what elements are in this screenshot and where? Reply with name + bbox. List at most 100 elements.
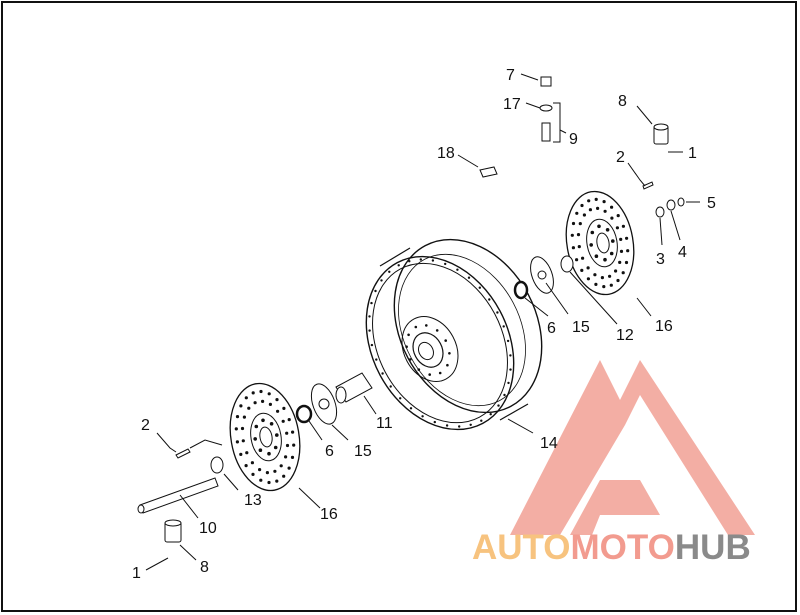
spoke-hole [397,264,400,267]
disc-hole [276,409,280,413]
callout-11: 11 [376,415,393,432]
spoke-hole [428,373,432,376]
spoke-hole [489,413,492,416]
callout-12: 12 [616,327,634,344]
watermark-hub: HUB [674,528,751,567]
spoke-hole [497,404,500,407]
callout-3: 3 [656,251,665,268]
disc-hole [234,427,238,431]
disc-hole [240,426,245,431]
spoke-hole [407,333,410,337]
disc-hole [261,418,265,423]
spoke-hole [503,393,506,397]
disc-hole [245,451,249,455]
disc-hole [258,468,262,472]
callout-15: 15 [572,319,590,336]
spacer-right [560,255,574,273]
leader-lines [145,73,700,571]
disc-hole [275,479,279,483]
disc-hole [594,254,599,258]
spoke-hole [456,268,459,271]
disc-hole [602,200,606,204]
disc-hole [268,402,272,406]
disc-hole [275,433,279,437]
watermark-moto: MOTO [570,528,675,567]
disc-hole [586,277,591,281]
callout-17: 17 [503,96,521,113]
callout-14: 14 [540,435,558,452]
spoke-hole [444,262,447,266]
disc-hole [594,282,598,286]
callout-10: 10 [199,520,217,537]
disc-hole [608,274,612,278]
disc-hole [619,237,623,241]
spoke-hole [509,354,512,357]
spacer-plate-right [530,256,554,294]
bearing-right [513,280,529,300]
spoke-hole [444,339,448,342]
disc-hole [253,401,257,405]
disc-hole [571,221,576,226]
disc-hole [603,257,607,262]
spoke-hole [417,368,421,371]
disc-hole [244,396,248,400]
disc-hole [261,399,265,403]
disc-hole [259,389,263,394]
disc-hole [600,276,605,280]
spoke-hole [488,298,491,301]
disc-hole [570,233,574,237]
disc-hole [285,443,290,448]
disc-hole [582,213,587,217]
bolt-left [175,448,191,459]
disc-hole [594,197,598,201]
brake-disc-left-holes [234,389,296,485]
spoke-hole [421,415,424,418]
disc-hole [267,480,271,485]
disc-hole [626,249,630,253]
spoke-hole [374,289,377,293]
disc-hole [239,404,243,408]
disc-hole [273,445,278,450]
disc-hole [251,472,255,476]
disc-hole [575,258,579,262]
spoke-hole [433,420,436,424]
spoke-hole [467,276,471,279]
balance-weight [479,166,498,178]
disc-hole [241,439,245,443]
spacer-left [210,456,224,474]
callout-labels: 7 17 9 8 1 18 2 5 3 4 6 15 12 16 11 2 6 … [132,67,716,582]
spoke-hole [370,301,373,305]
disc-hole [281,419,285,423]
spoke-hole [480,419,483,422]
disc-hole [254,424,259,429]
disc-hole [578,222,582,226]
spoke-hole [431,259,435,262]
callout-2: 2 [141,417,150,434]
disc-hole [589,243,593,247]
spoke-hole [478,286,481,289]
spoke-hole [507,381,510,385]
disc-hole [596,206,600,210]
disc-hole [619,249,624,253]
nut-lower [164,519,182,543]
callout-16: 16 [320,506,338,523]
spoke-hole [414,325,418,329]
disc-hole [242,415,246,419]
disc-hole [258,448,263,453]
disc-hole [614,269,618,273]
disc-hole [290,455,295,459]
spoke-hole [435,329,439,332]
spoke-hole [446,363,449,367]
disc-hole [244,464,248,468]
disc-hole [279,464,283,468]
disc-hole [618,260,622,264]
disc-hole [273,469,277,473]
callout-16: 16 [655,318,673,335]
disc-hole [275,398,279,402]
spoke-hole [506,339,510,343]
disc-hole [267,392,271,396]
disc-hole [593,273,597,277]
disc-hole [253,437,257,441]
